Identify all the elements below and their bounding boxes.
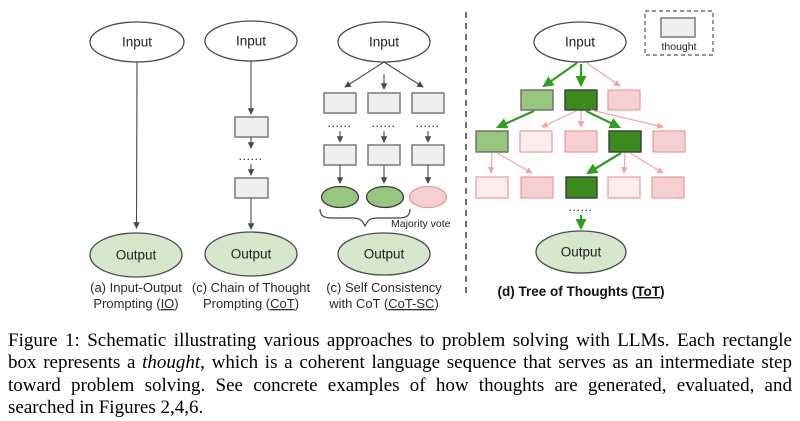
thought-box bbox=[234, 177, 269, 199]
output-node bbox=[535, 230, 627, 274]
input-label: Input bbox=[565, 35, 595, 50]
tree-node-lightpink bbox=[475, 176, 509, 199]
panel-io-caption-line2: Prompting (IO) bbox=[93, 296, 178, 311]
edge-arrow-green bbox=[495, 109, 535, 129]
input-label: Input bbox=[122, 35, 152, 50]
tree-node-midgreen bbox=[520, 89, 554, 111]
thought-box bbox=[411, 144, 445, 166]
edge-arrow-pink bbox=[590, 109, 664, 129]
edge-arrow-green bbox=[585, 110, 622, 128]
tree-node-lightpink bbox=[519, 130, 553, 153]
output-node bbox=[204, 231, 298, 277]
panel-tot: Input thought ...... bbox=[475, 10, 714, 299]
caption-link: CoT-SC bbox=[388, 296, 434, 311]
tree-node-midgreen bbox=[475, 130, 509, 153]
ellipsis-dots: ...... bbox=[239, 152, 263, 162]
caption-link: IO bbox=[161, 296, 175, 311]
tree-node-pink bbox=[651, 176, 685, 199]
tree-node-darkgreen bbox=[608, 130, 642, 153]
edge-arrow bbox=[133, 61, 140, 229]
panel-io-caption-line1: (a) Input-Output bbox=[90, 280, 182, 295]
panel-cot: Input ...... Output (c) Chain of Thought… bbox=[192, 20, 311, 311]
ellipsis-dots: ...... bbox=[328, 119, 352, 129]
ellipsis-dots: ...... bbox=[372, 119, 396, 129]
caption-text: ) bbox=[295, 296, 299, 311]
legend-label: thought bbox=[661, 41, 696, 53]
output-node bbox=[337, 232, 431, 276]
panel-cot-sc: Input ...... ...... ...... Majority vote… bbox=[319, 21, 451, 311]
input-node bbox=[89, 21, 185, 63]
tree-node-lightpink bbox=[607, 176, 641, 199]
legend-thought-box bbox=[660, 17, 696, 38]
thought-box bbox=[367, 144, 401, 166]
caption-text: Prompting ( bbox=[203, 296, 271, 311]
edge-arrow-green bbox=[586, 152, 622, 175]
panel-tot-caption: (d) Tree of Thoughts (ToT) bbox=[498, 284, 665, 299]
panel-cot-caption-line2: Prompting (CoT) bbox=[203, 296, 299, 311]
tree-node-darkgreen bbox=[565, 176, 598, 199]
ellipsis-dots: ...... bbox=[569, 203, 593, 213]
majority-brace bbox=[319, 208, 411, 228]
figure-caption: Figure 1: Schematic illustrating various… bbox=[0, 330, 800, 420]
caption-link: CoT bbox=[270, 296, 295, 311]
caption-link: ToT bbox=[636, 284, 660, 299]
caption-text-part2: , which is a coherent language sequence … bbox=[8, 352, 792, 419]
input-label: Input bbox=[369, 35, 399, 50]
caption-text: ) bbox=[660, 284, 665, 299]
thought-box bbox=[234, 116, 269, 138]
caption-text: (d) Tree of Thoughts ( bbox=[498, 284, 637, 299]
caption-italic-word: thought bbox=[142, 352, 201, 374]
caption-text: with CoT ( bbox=[328, 296, 389, 311]
caption-text: ) bbox=[174, 296, 178, 311]
sample-node-pink bbox=[408, 185, 448, 209]
input-node bbox=[337, 21, 431, 63]
output-node bbox=[89, 232, 183, 278]
panel-io: Input Output (a) Input-Output Prompting … bbox=[89, 21, 185, 311]
thought-box bbox=[323, 92, 357, 114]
input-label: Input bbox=[236, 34, 266, 49]
thought-box bbox=[367, 92, 401, 114]
panel-cot-sc-caption-line1: (c) Self Consistency bbox=[326, 280, 442, 295]
output-label: Output bbox=[231, 247, 272, 262]
caption-text: ) bbox=[434, 296, 438, 311]
input-node bbox=[204, 20, 298, 62]
caption-text-part1: Figure 1: Schematic illustrating various… bbox=[8, 330, 792, 374]
caption-text: Prompting ( bbox=[93, 296, 161, 311]
tree-node-pink bbox=[564, 130, 598, 153]
thought-box bbox=[323, 144, 357, 166]
output-label: Output bbox=[116, 248, 157, 263]
tree-node-pink bbox=[520, 176, 554, 199]
edge-arrow-pink bbox=[586, 62, 621, 87]
input-node bbox=[533, 21, 627, 63]
edge-arrow-pink bbox=[620, 152, 628, 174]
tree-node-pink bbox=[607, 89, 641, 111]
panel-cot-sc-caption-line2: with CoT (CoT-SC) bbox=[328, 296, 439, 311]
sample-node-green bbox=[365, 185, 405, 209]
edge-arrow bbox=[383, 61, 424, 88]
panel-cot-caption-line1: (c) Chain of Thought bbox=[192, 280, 311, 295]
thought-box bbox=[411, 92, 445, 114]
edge-arrow-pink bbox=[487, 152, 495, 174]
output-label: Output bbox=[364, 247, 405, 262]
edge-arrow-pink bbox=[541, 110, 577, 128]
output-label: Output bbox=[561, 245, 602, 260]
edge-arrow-green bbox=[542, 62, 578, 88]
majority-vote-label: Majority vote bbox=[391, 218, 451, 230]
tree-node-darkgreen bbox=[564, 89, 598, 111]
edge-arrow-pink bbox=[496, 152, 533, 174]
sample-node-green bbox=[320, 185, 360, 209]
edge-arrow bbox=[344, 61, 385, 88]
figure-diagram: Input Output (a) Input-Output Prompting … bbox=[89, 10, 714, 311]
edge-arrow-pink bbox=[629, 152, 664, 174]
tree-node-pink bbox=[652, 130, 686, 153]
ellipsis-dots: ...... bbox=[416, 119, 440, 129]
